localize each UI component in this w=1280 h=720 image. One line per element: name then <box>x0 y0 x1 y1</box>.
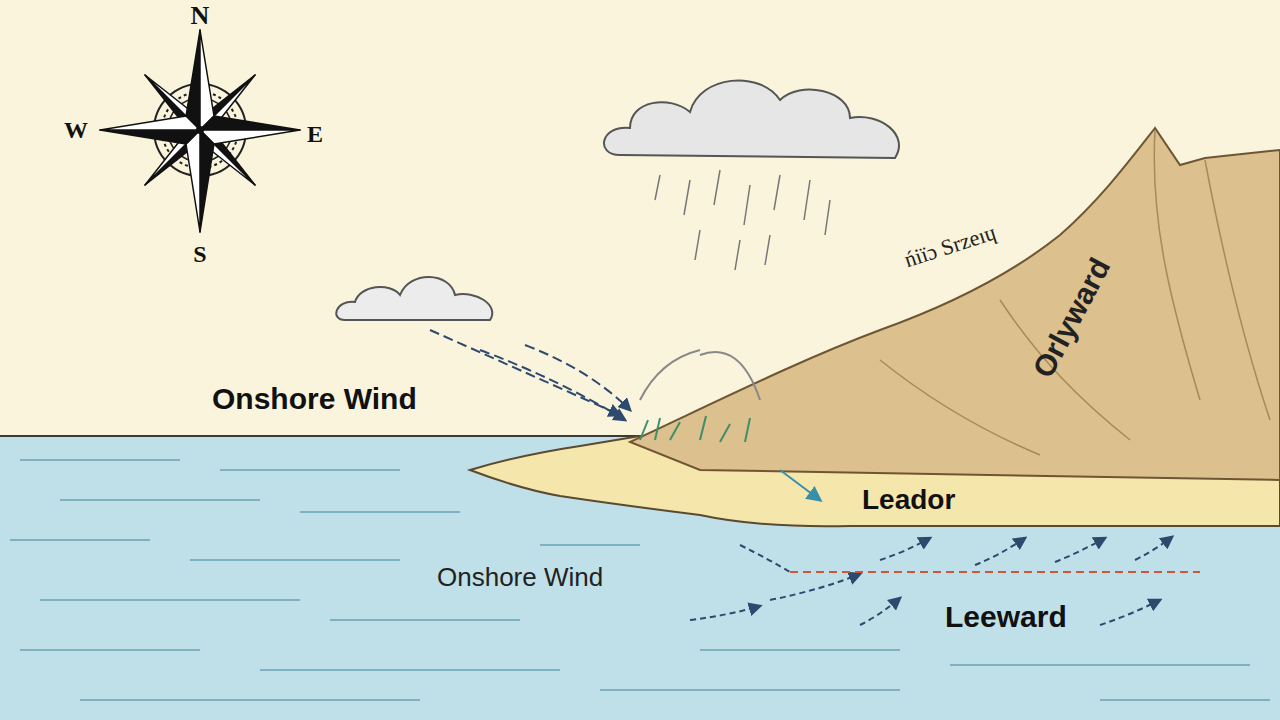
wind-label: Onshore Wind <box>212 382 417 417</box>
sea <box>0 436 1280 720</box>
compass-rose <box>100 30 300 232</box>
wind-label: Onshore Wind <box>437 563 603 593</box>
boundary-line <box>790 571 1200 573</box>
compass-letter: N <box>191 1 210 31</box>
compass-letter: E <box>307 121 323 149</box>
wind-arrows <box>430 330 820 500</box>
compass-letter: W <box>64 117 88 145</box>
mountain <box>630 128 1280 480</box>
compass-letter: S <box>193 241 206 269</box>
rain <box>655 170 830 270</box>
region-label: Leador <box>862 484 955 516</box>
leeward-arrows <box>690 537 1172 625</box>
grass <box>640 416 750 442</box>
rain-cloud <box>604 80 899 158</box>
mountain-ridges <box>880 130 1270 455</box>
region-label: Leeward <box>945 600 1067 635</box>
small-cloud <box>336 277 492 320</box>
